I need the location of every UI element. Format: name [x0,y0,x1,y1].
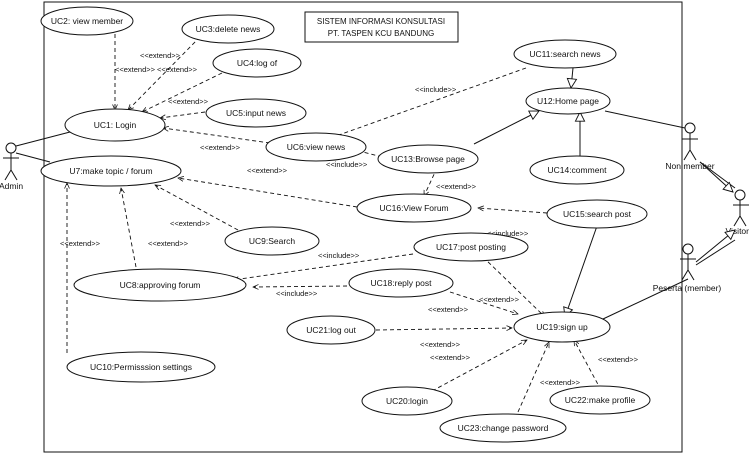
svg-text:UC17:post posting: UC17:post posting [436,242,506,252]
svg-text:UC9:Search: UC9:Search [249,236,296,246]
svg-text:U7:make topic / forum: U7:make topic / forum [69,166,152,176]
generalizations [473,67,598,317]
label-extend: <<extend>> [479,295,520,304]
use-case-uc12[interactable]: U12:Home page [525,87,611,115]
actor-generalizations [695,161,735,263]
use-case-uc21[interactable]: UC21:log out [286,315,376,345]
use-case-uc2[interactable]: UC2: view member [40,6,134,36]
actor-visitor[interactable] [733,189,749,227]
svg-text:UC3:delete news: UC3:delete news [196,24,261,34]
label-extend: <<extend>> [598,355,639,364]
use-case-uc14[interactable]: UC14:comment [529,155,625,185]
svg-text:U12:Home page: U12:Home page [537,96,599,106]
use-case-uc7[interactable]: U7:make topic / forum [40,155,182,187]
svg-text:UC15:search post: UC15:search post [563,209,632,219]
svg-text:UC10:Permisssion settings: UC10:Permisssion settings [90,362,192,372]
use-case-uc19[interactable]: UC19:sign up [513,311,611,343]
use-case-uc17[interactable]: UC17:post posting [413,232,529,262]
title-line2: PT. TASPEN KCU BANDUNG [328,29,434,38]
use-case-uc8[interactable]: UC8:approving forum [73,268,247,302]
svg-text:UC4:log of: UC4:log of [237,58,278,68]
label-extend: <<extend>> [430,353,471,362]
dependencies [67,34,602,413]
label-include: <<include>> [318,251,360,260]
label-include: <<include>> [487,229,529,238]
use-case-uc13[interactable]: UC13:Browse page [377,144,479,174]
svg-text:UC16:View Forum: UC16:View Forum [379,203,448,213]
system-boundary [43,1,683,453]
label-extend: <<extend>> [428,305,469,314]
label-include: <<include>> [276,289,318,298]
svg-text:UC1: Login: UC1: Login [94,120,137,130]
svg-text:UC22:make profile: UC22:make profile [565,395,636,405]
label-extend: <<extend>> [540,378,581,387]
label-extend: <<extend>> [168,97,209,106]
label-extend: <<extend>> [200,143,241,152]
svg-text:UC23:change password: UC23:change password [458,423,549,433]
actor-admin-label: Admin [0,181,23,191]
svg-text:UC8:approving forum: UC8:approving forum [120,280,201,290]
svg-text:UC18:reply post: UC18:reply post [371,278,433,288]
actor-visitor-label: Visitor [726,226,750,236]
relationship-labels: <<extend>> <<extend>> <<extend>> <<exten… [60,51,639,387]
svg-text:UC2: view member: UC2: view member [51,16,123,26]
use-case-uc11[interactable]: UC11:search news [513,39,617,69]
svg-text:UC11:search news: UC11:search news [529,49,600,59]
label-extend: <<extend>> [170,219,211,228]
title-line1: SISTEM INFORMASI KONSULTASI [317,17,445,26]
use-case-uc4[interactable]: UC4:log of [212,48,302,78]
use-case-uc22[interactable]: UC22:make profile [549,385,651,415]
actor-non-member-label: Non member [665,161,714,171]
use-case-uc18[interactable]: UC18:reply post [348,268,454,298]
use-case-uc20[interactable]: UC20:login [361,386,453,416]
label-include: <<include>> [326,160,368,169]
actor-peserta-member[interactable] [680,243,696,281]
use-case-uc5[interactable]: UC5:input news [205,98,307,128]
svg-text:UC14:comment: UC14:comment [547,165,607,175]
actor-peserta-label: Peserta (member) [653,283,722,293]
label-extend: <<extend>> [157,65,198,74]
label-extend: <<extend>> [148,239,189,248]
use-case-uc16[interactable]: UC16:View Forum [356,193,472,223]
use-case-uc6[interactable]: UC6:view news [265,132,367,162]
svg-text:UC20:login: UC20:login [386,396,428,406]
use-case-uc3[interactable]: UC3:delete news [181,14,275,44]
label-extend: <<extend>> [60,239,101,248]
label-extend: <<extend>> [436,182,477,191]
use-case-uc23[interactable]: UC23:change password [439,413,567,443]
use-case-uc15[interactable]: UC15:search post [546,199,648,229]
use-case-uc9[interactable]: UC9:Search [224,226,320,256]
actor-non-member[interactable] [682,122,698,161]
use-case-uc1[interactable]: UC1: Login [64,108,166,142]
actor-admin[interactable] [3,142,19,181]
use-case-uc10[interactable]: UC10:Permisssion settings [66,351,216,383]
label-include: <<include>> [415,85,457,94]
label-extend: <<extend>> [420,340,461,349]
system-title: SISTEM INFORMASI KONSULTASI PT. TASPEN K… [304,11,459,43]
svg-text:UC6:view news: UC6:view news [287,142,346,152]
svg-text:UC13:Browse page: UC13:Browse page [391,154,465,164]
label-extend: <<extend>> [247,166,288,175]
svg-text:UC21:log out: UC21:log out [306,325,356,335]
associations [15,110,736,320]
svg-text:UC19:sign up: UC19:sign up [536,322,588,332]
svg-text:UC5:input news: UC5:input news [226,108,286,118]
label-extend: <<extend>> [140,51,181,60]
label-extend: <<extend>> [115,65,156,74]
